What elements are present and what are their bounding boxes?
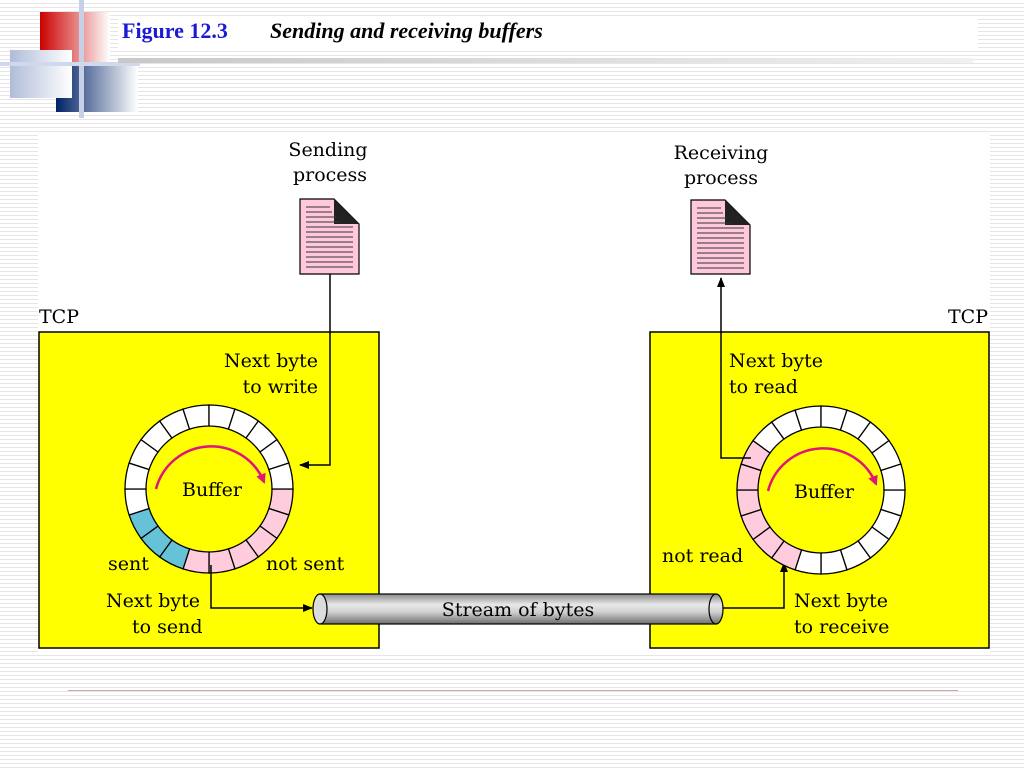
title-bar — [118, 16, 978, 50]
receiver-buffer-ring — [736, 405, 906, 575]
next-byte-to-read-label-2: to read — [729, 376, 798, 398]
write-pointer-arrow — [299, 274, 331, 469]
send-pointer-arrow — [210, 565, 313, 612]
logo — [0, 0, 140, 118]
receiver-buffer-label: Buffer — [794, 481, 855, 503]
sending-process-label-2: process — [293, 164, 367, 186]
next-byte-to-receive-label-1: Next byte — [794, 590, 888, 612]
sent-label: sent — [108, 553, 149, 575]
receive-pointer-arrow — [723, 562, 788, 609]
receiver-rotation-arrow — [766, 447, 878, 492]
buffer-cell — [268, 462, 294, 490]
sender-buffer-ring — [124, 404, 294, 574]
logo-horizontal-bar — [0, 62, 140, 66]
receiving-process-label-2: process — [684, 167, 758, 189]
tcp-buffers-diagram: TCP TCP Sending process Receiving proces… — [38, 133, 990, 653]
sender-rotation-arrow — [154, 445, 266, 490]
not-read-label: not read — [662, 545, 743, 567]
sending-process-document-icon — [299, 198, 360, 275]
not-sent-label: not sent — [266, 553, 345, 575]
sender-tcp-label: TCP — [39, 306, 79, 328]
next-byte-to-write-label-2: to write — [243, 376, 318, 398]
byte-stream-pipe — [312, 593, 724, 625]
next-byte-to-write-label-1: Next byte — [224, 350, 318, 372]
figure-number: Figure 12.3 — [122, 18, 228, 43]
next-byte-to-read-label-1: Next byte — [729, 350, 823, 372]
sending-process-label-1: Sending — [288, 139, 367, 161]
stream-of-bytes-label: Stream of bytes — [442, 599, 594, 621]
next-byte-to-send-label-2: to send — [132, 616, 203, 638]
receiving-process-document-icon — [690, 199, 751, 275]
sender-buffer-label: Buffer — [182, 479, 243, 501]
logo-vertical-bar — [79, 0, 84, 118]
buffer-cell — [880, 463, 906, 491]
receiver-tcp-label: TCP — [948, 306, 988, 328]
figure-title: Sending and receiving buffers — [270, 18, 543, 43]
next-byte-to-receive-label-2: to receive — [794, 616, 889, 638]
logo-light-square — [10, 50, 72, 98]
title-rule — [118, 58, 973, 63]
read-pointer-arrow — [717, 277, 751, 459]
bottom-rule — [68, 690, 958, 691]
next-byte-to-send-label-1: Next byte — [106, 590, 200, 612]
receiving-process-label-1: Receiving — [674, 142, 769, 164]
